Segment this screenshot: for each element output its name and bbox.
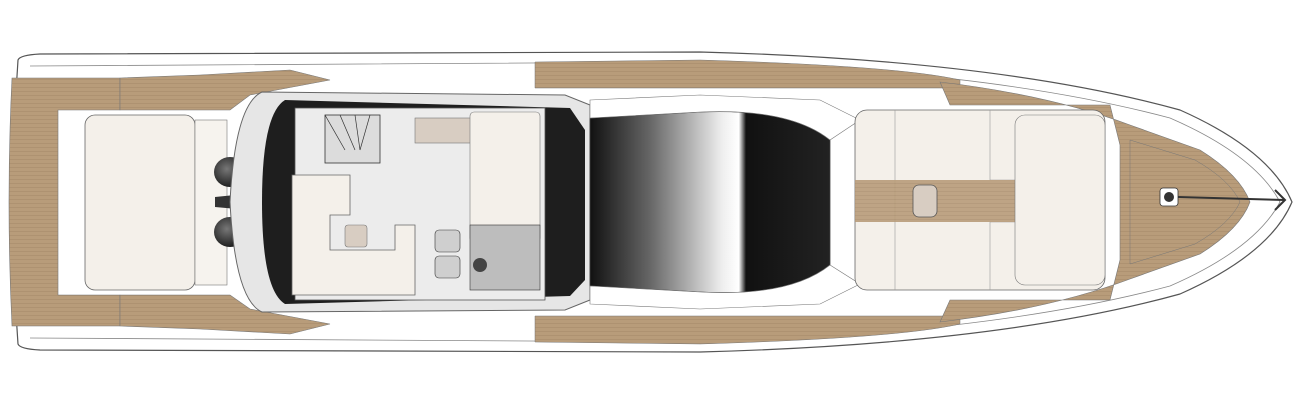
steering-wheel bbox=[473, 258, 487, 272]
bow-sunpad bbox=[1014, 114, 1106, 286]
anchor-chain bbox=[1177, 196, 1286, 201]
hull-inner-line bbox=[29, 61, 1281, 343]
foredeck-teak bbox=[939, 81, 1251, 323]
aft-teak-side-top bbox=[119, 69, 331, 111]
aft-sunpad bbox=[84, 114, 196, 291]
flybridge-sofa bbox=[291, 174, 416, 296]
windlass bbox=[1164, 192, 1174, 202]
foredeck-hatch bbox=[912, 184, 938, 218]
stern-teak-deck bbox=[8, 77, 121, 327]
bow-tip-teak bbox=[1129, 139, 1241, 265]
hardtop-side-top bbox=[589, 94, 861, 141]
helm-console bbox=[469, 224, 541, 291]
wet-bar bbox=[414, 117, 476, 144]
hardtop-side-bottom bbox=[589, 264, 861, 310]
flybridge-sunpad bbox=[469, 111, 541, 243]
stair-steps bbox=[324, 114, 371, 151]
side-deck-teak-top bbox=[534, 59, 961, 89]
helm-seat-2 bbox=[434, 255, 461, 279]
hardtop bbox=[589, 111, 831, 294]
helm-seat-1 bbox=[434, 229, 461, 253]
stairway bbox=[324, 114, 381, 164]
flybridge-table bbox=[344, 224, 368, 248]
aft-teak-side-bottom bbox=[119, 294, 331, 335]
side-deck-teak-bottom bbox=[534, 315, 961, 345]
anchor bbox=[1274, 189, 1287, 211]
